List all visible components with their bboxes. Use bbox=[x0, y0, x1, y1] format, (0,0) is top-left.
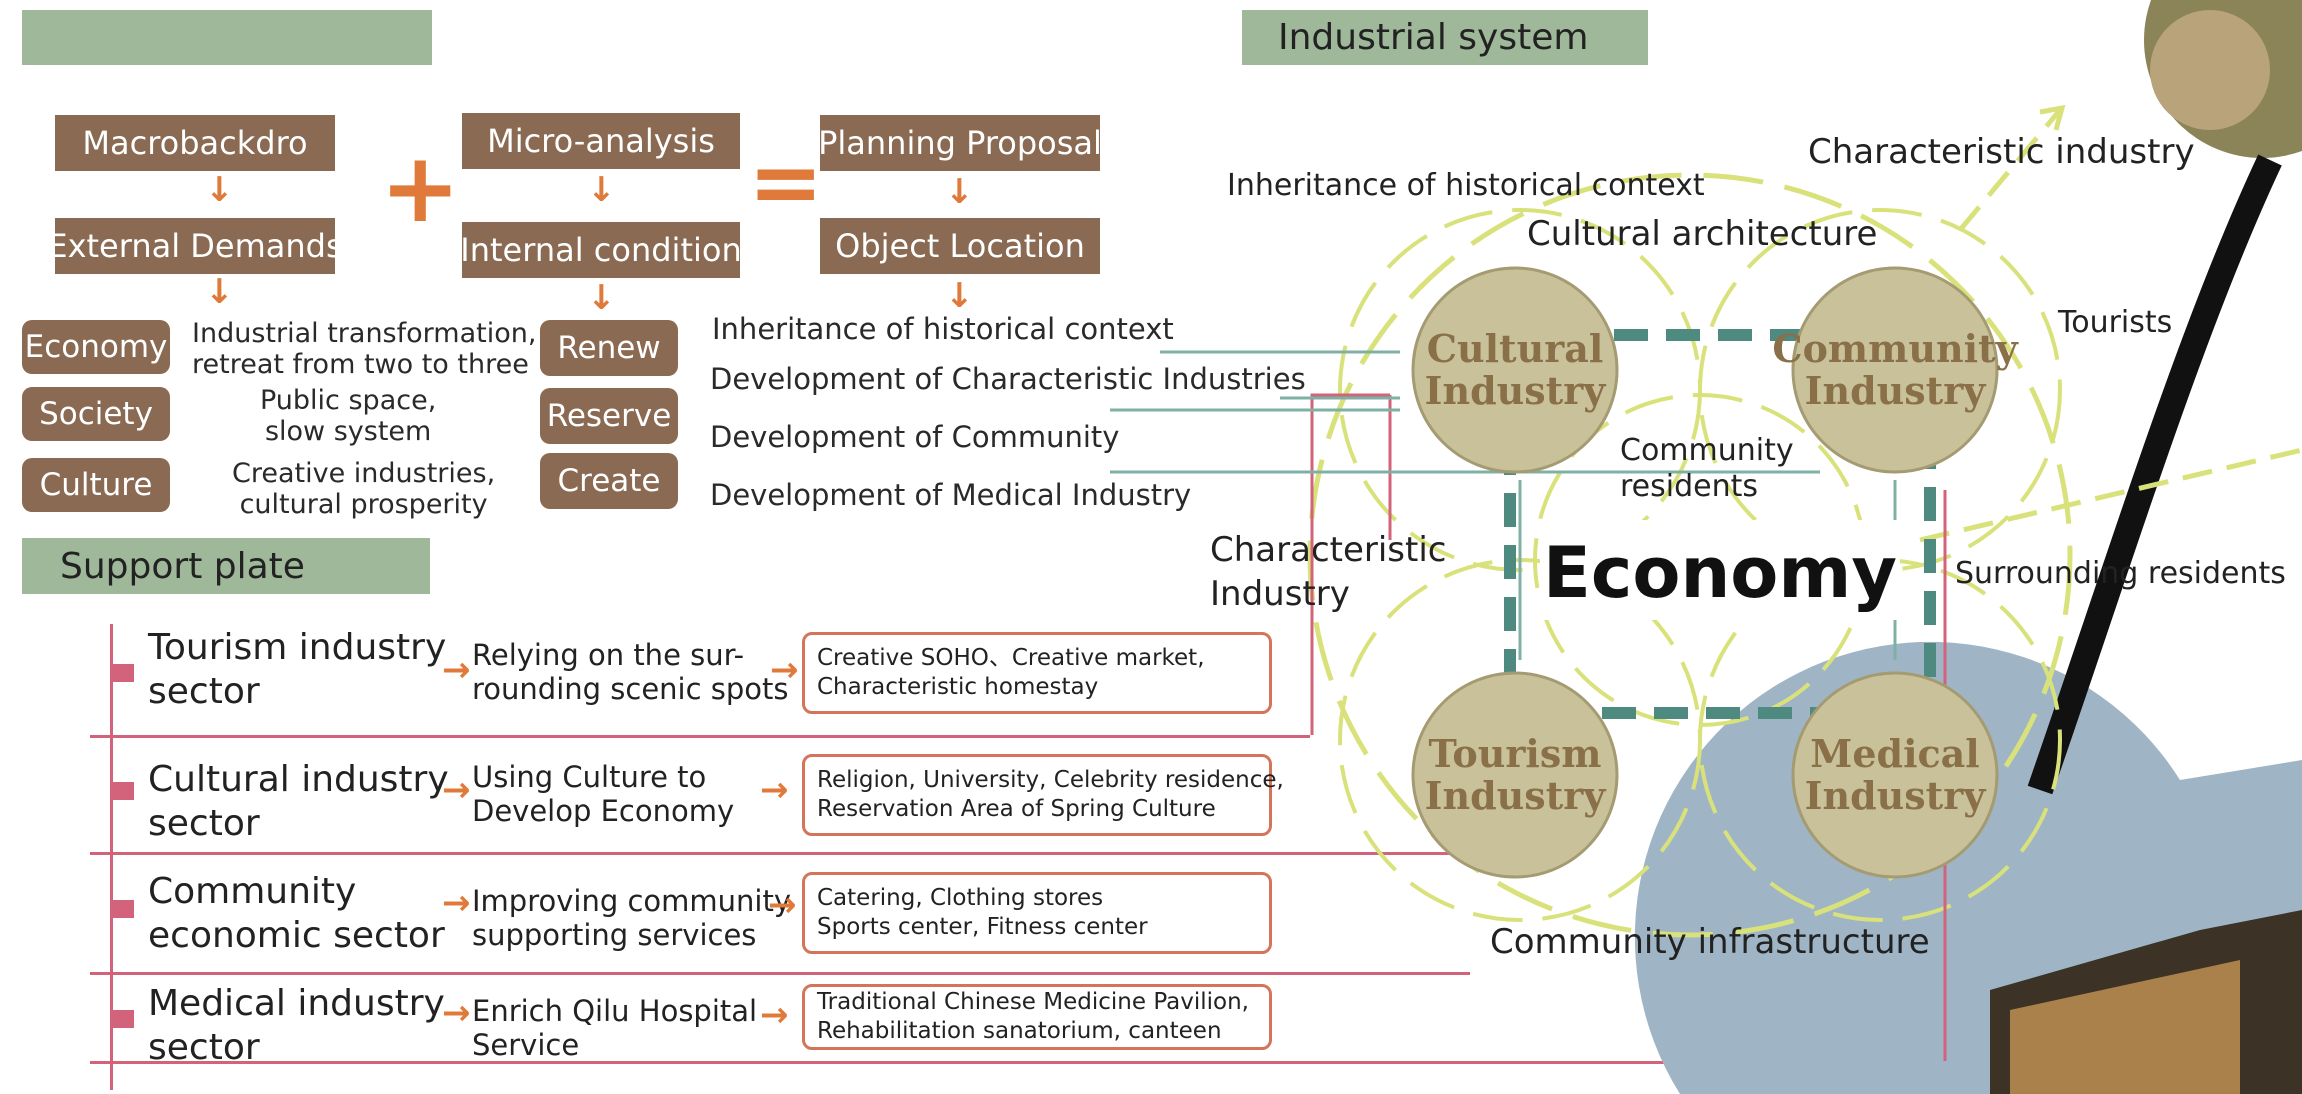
medical-industry-node bbox=[1791, 671, 1999, 879]
community-infrastructure-label: Community infrastructure bbox=[1490, 922, 1930, 962]
external-demands-box: External Demands bbox=[47, 218, 343, 274]
arrow-down-icon: ↓ bbox=[205, 272, 234, 312]
create-pill: Create bbox=[540, 453, 678, 509]
sector-marker bbox=[112, 782, 134, 800]
society-pill: Society bbox=[22, 387, 170, 441]
economy-center-label: Economy bbox=[1543, 532, 1897, 614]
sector-name: Cultural industry sector bbox=[148, 759, 449, 844]
objective-item: Development of Community bbox=[710, 420, 1120, 454]
sector-marker bbox=[112, 900, 134, 918]
sector-items: Catering, Clothing stores Sports center,… bbox=[817, 885, 1148, 940]
sector-items-box: Catering, Clothing stores Sports center,… bbox=[802, 872, 1272, 954]
sector-items-box: Creative SOHO、Creative market, Character… bbox=[802, 632, 1272, 714]
macro-background-box: Macrobackdro bbox=[55, 115, 335, 171]
arrow-down-icon: ↓ bbox=[945, 172, 974, 212]
society-description: Public space, slow system bbox=[260, 385, 437, 447]
industry-label-line: Tourism bbox=[1429, 731, 1602, 776]
sector-items: Creative SOHO、Creative market, Character… bbox=[817, 645, 1205, 700]
industry-label-line: Industry bbox=[1425, 773, 1607, 818]
support-plate-header: Support plate bbox=[22, 538, 430, 594]
economy-label-bg bbox=[1540, 520, 1900, 620]
economy-description: Industrial transformation, retreat from … bbox=[192, 318, 537, 380]
arrow-right-icon: → bbox=[760, 995, 789, 1035]
arrow-right-icon: → bbox=[760, 770, 789, 810]
equals-sign: = bbox=[748, 130, 824, 235]
arrow-right-icon: → bbox=[770, 650, 799, 690]
dashed-arrow-line bbox=[1958, 108, 2062, 232]
industry-label-line: Industry bbox=[1805, 368, 1987, 413]
sector-divider bbox=[90, 972, 1470, 975]
planning-proposal-box: Planning Proposal bbox=[818, 115, 1102, 171]
building-light-detail bbox=[2010, 960, 2240, 1094]
arrow-down-icon: ↓ bbox=[587, 170, 616, 210]
industry-label-line: Medical bbox=[1810, 731, 1979, 776]
industry-label-line: Community bbox=[1772, 326, 2018, 371]
outer-dashed-ring bbox=[1307, 172, 2073, 938]
economy-dashed-square bbox=[1504, 329, 1936, 719]
industrial-system-header: Industrial system bbox=[1242, 10, 1648, 65]
sector-items: Religion, University, Celebrity residenc… bbox=[817, 767, 1284, 822]
dashed-arrow-line bbox=[1919, 447, 2302, 543]
culture-pill: Culture bbox=[22, 458, 170, 512]
arrow-right-icon: → bbox=[442, 770, 471, 810]
sector-marker bbox=[112, 1010, 134, 1028]
micro-analysis-box: Micro-analysis bbox=[462, 113, 740, 169]
sector-items-box: Religion, University, Celebrity residenc… bbox=[802, 754, 1284, 836]
objective-item: Development of Medical Industry bbox=[710, 478, 1192, 512]
sector-method: Relying on the sur- rounding scenic spot… bbox=[472, 638, 789, 706]
tourists-label: Tourists bbox=[2058, 305, 2173, 340]
sector-method: Enrich Qilu Hospital Service bbox=[472, 994, 758, 1062]
sector-items: Traditional Chinese Medicine Pavilion, R… bbox=[817, 989, 1249, 1044]
sector-marker bbox=[112, 664, 134, 682]
industry-label-line: Industry bbox=[1805, 773, 1987, 818]
arrow-right-icon: → bbox=[442, 883, 471, 923]
cultural-industry-node bbox=[1411, 266, 1619, 474]
sector-items-box: Traditional Chinese Medicine Pavilion, R… bbox=[802, 984, 1272, 1050]
sector-method: Improving community supporting services bbox=[472, 884, 791, 952]
black-arc-line bbox=[2027, 154, 2282, 795]
characteristic-industry-left-label: Characteristic Industry bbox=[1210, 530, 1447, 614]
sector-spine-line bbox=[110, 624, 113, 1090]
internal-condition-box: Internal condition bbox=[460, 222, 742, 278]
arrow-right-icon: → bbox=[768, 885, 797, 925]
culture-description: Creative industries, cultural prosperity bbox=[232, 458, 496, 520]
industry-label-line: Cultural bbox=[1427, 326, 1604, 371]
arrow-down-icon: ↓ bbox=[587, 278, 616, 318]
sector-name: Community economic sector bbox=[148, 871, 445, 956]
sector-divider bbox=[90, 852, 1450, 855]
reserve-pill: Reserve bbox=[540, 388, 678, 444]
connector-line bbox=[1310, 393, 1390, 735]
renew-pill: Renew bbox=[540, 320, 678, 376]
surrounding-residents-label: Surrounding residents bbox=[1955, 556, 2286, 591]
industry-label-line: Industry bbox=[1425, 368, 1607, 413]
path-photo-detail bbox=[2150, 10, 2270, 130]
arrow-down-icon: ↓ bbox=[205, 170, 234, 210]
objective-item: Development of Characteristic Industries bbox=[710, 362, 1306, 396]
arrow-right-icon: → bbox=[442, 650, 471, 690]
sector-name: Tourism industry sector bbox=[148, 627, 447, 712]
arrow-right-icon: → bbox=[442, 993, 471, 1033]
economy-pill: Economy bbox=[22, 320, 170, 374]
sector-name: Medical industry sector bbox=[148, 983, 445, 1068]
characteristic-industry-top-label: Characteristic industry bbox=[1808, 132, 2195, 172]
tourism-industry-node bbox=[1411, 671, 1619, 879]
sector-divider bbox=[90, 735, 1310, 738]
community-industry-node bbox=[1791, 266, 1999, 474]
sector-divider bbox=[90, 1061, 1945, 1064]
arrow-head-icon bbox=[2039, 104, 2066, 131]
left-header-banner bbox=[22, 10, 432, 65]
community-residents-label: Community residents bbox=[1620, 433, 1794, 504]
plus-sign: + bbox=[380, 132, 461, 244]
object-location-box: Object Location bbox=[820, 218, 1100, 274]
sector-method: Using Culture to Develop Economy bbox=[472, 760, 735, 828]
inheritance-label: Inheritance of historical context bbox=[1227, 168, 1705, 203]
arrow-down-icon: ↓ bbox=[945, 276, 974, 316]
objective-item: Inheritance of historical context bbox=[712, 312, 1174, 346]
cultural-architecture-label: Cultural architecture bbox=[1527, 214, 1878, 254]
